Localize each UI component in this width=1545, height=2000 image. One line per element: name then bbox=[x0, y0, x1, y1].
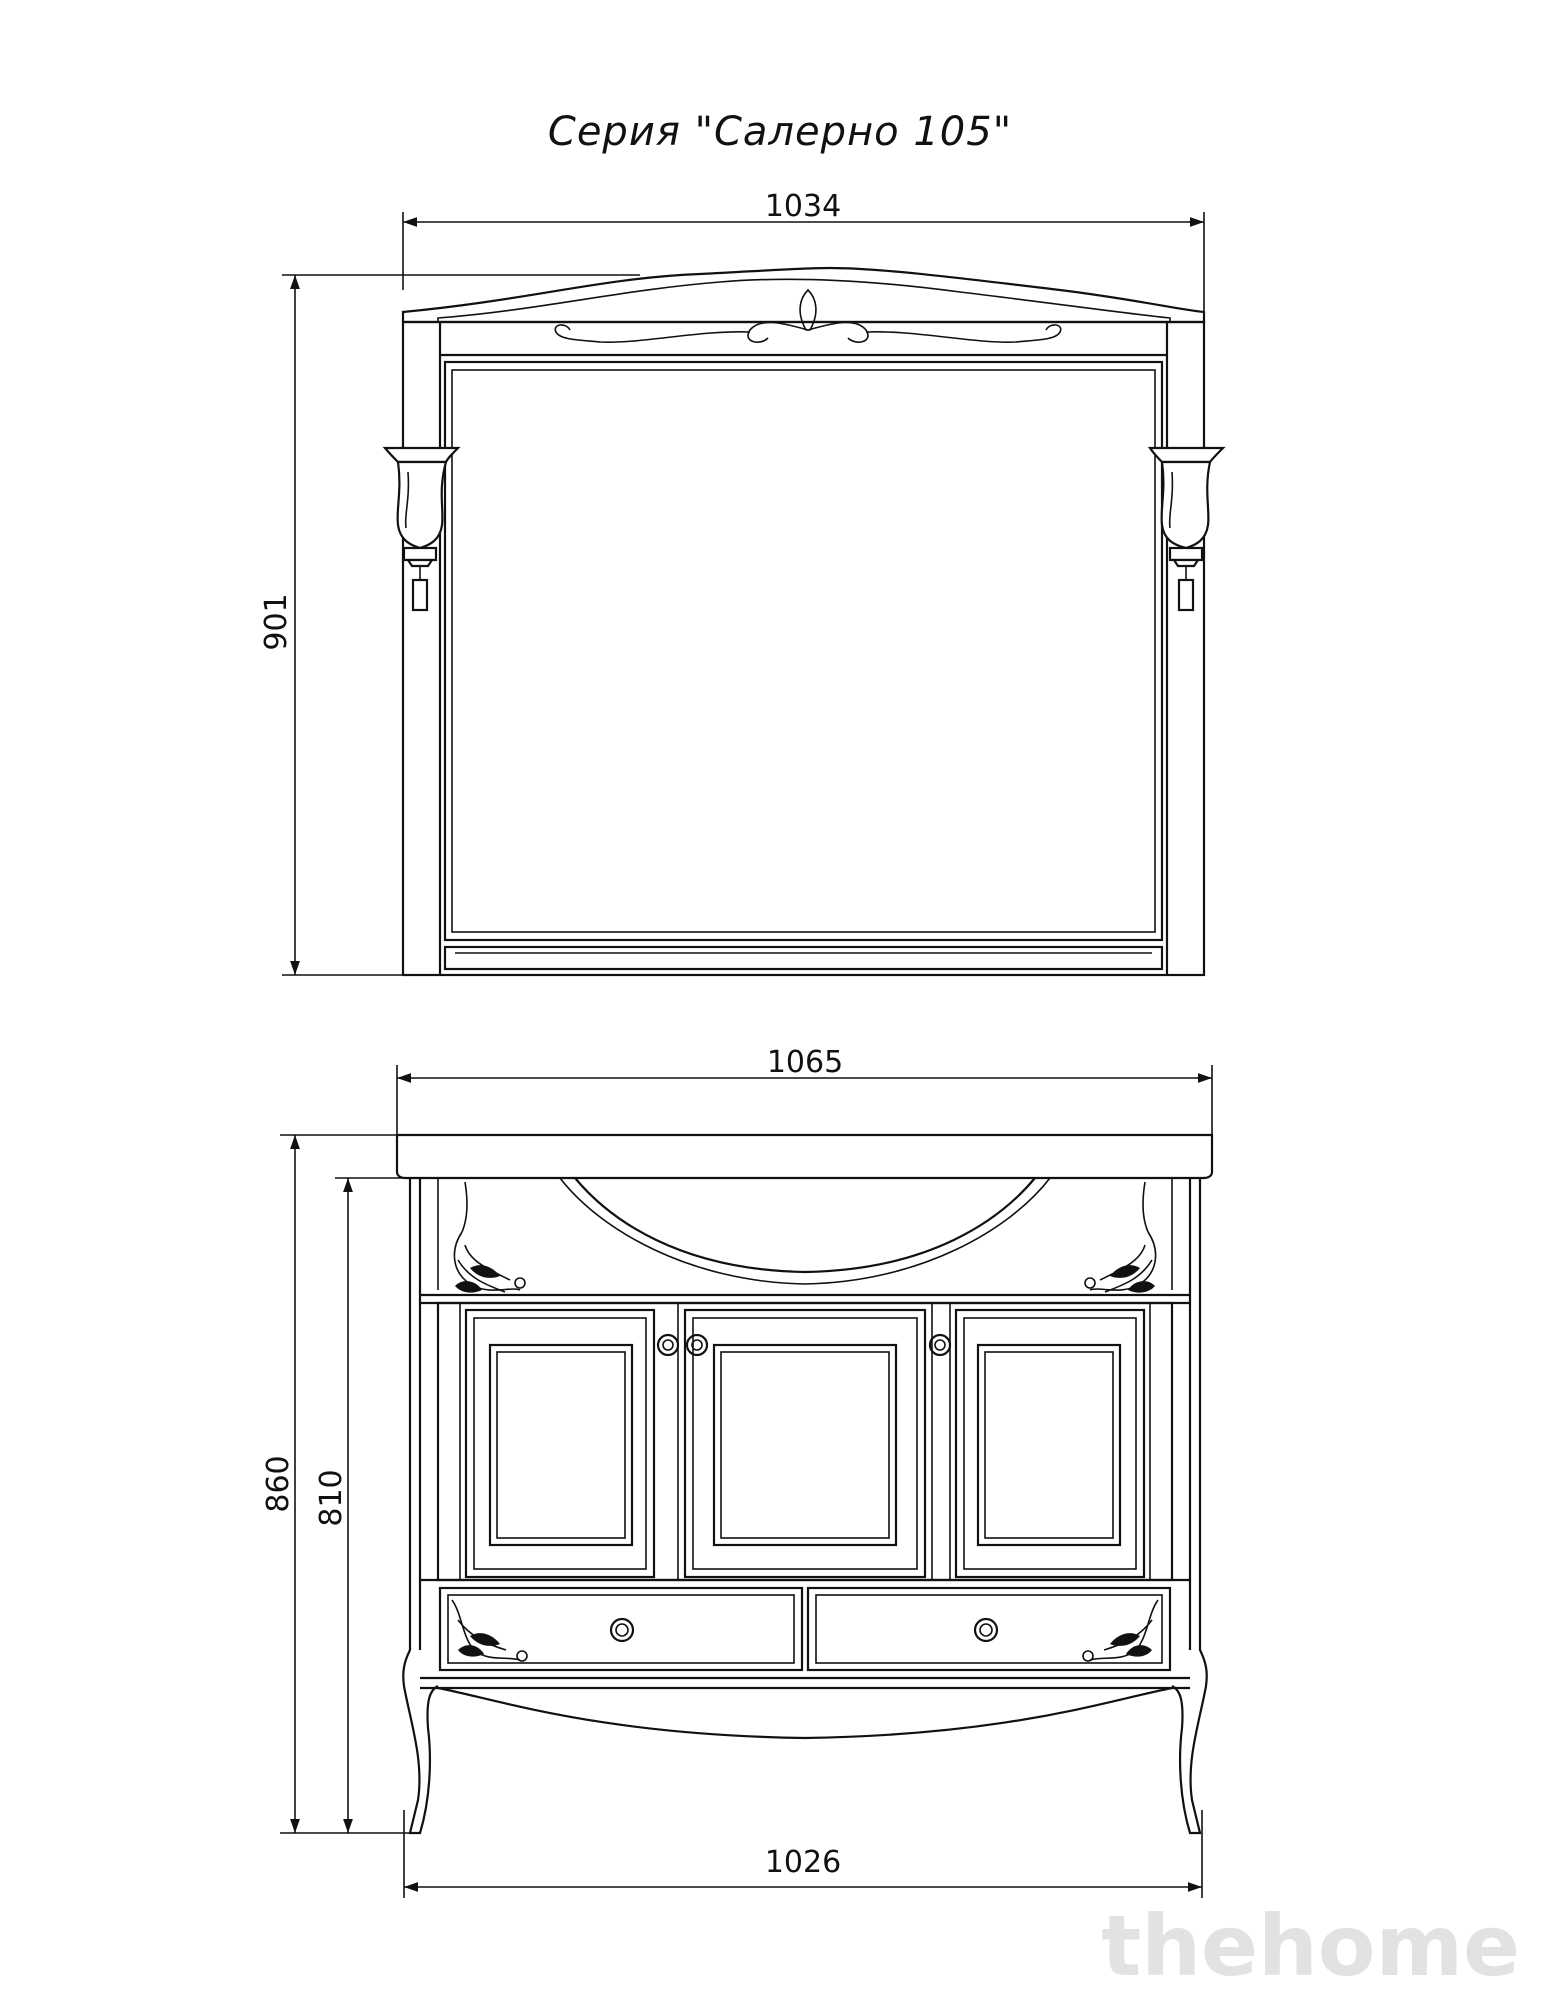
shelf-left-ornament bbox=[453, 1231, 526, 1293]
drawer-left-ornament bbox=[451, 1599, 528, 1662]
right-door bbox=[954, 1308, 1146, 1579]
mirror-crown-inner bbox=[437, 278, 1171, 322]
right-door-knob bbox=[928, 1333, 952, 1357]
watermark-logo: thehome bbox=[1101, 1897, 1520, 1995]
washbasin-countertop bbox=[395, 1133, 1214, 1180]
cabinet-top-width-dimension: 1065 bbox=[396, 1045, 1213, 1135]
shelf-right-ornament bbox=[1084, 1231, 1157, 1293]
left-wall-lamp bbox=[382, 446, 461, 612]
left-drawer-knob bbox=[609, 1617, 635, 1643]
cabinet-bottom-width-label: 1026 bbox=[765, 1845, 841, 1880]
cabinet-body-height-dimension: 810 bbox=[314, 1177, 410, 1833]
series-title: Серия "Салерно 105" bbox=[548, 109, 1012, 155]
cabinet-apron bbox=[437, 1686, 1173, 1740]
cabinet-left-side bbox=[402, 1178, 439, 1835]
mirror-drawing: 1034 901 bbox=[259, 189, 1226, 977]
cabinet-right-side bbox=[1171, 1178, 1208, 1835]
right-drawer-knob bbox=[973, 1617, 999, 1643]
washbasin-bowl bbox=[574, 1177, 1036, 1274]
right-wall-lamp bbox=[1147, 446, 1226, 612]
cabinet-total-height-dimension: 860 bbox=[261, 1134, 410, 1834]
left-door-knob bbox=[656, 1333, 680, 1357]
cabinet-bottom-width-dimension: 1026 bbox=[403, 1810, 1203, 1898]
cabinet-top-width-label: 1065 bbox=[767, 1045, 843, 1080]
mirror-shelf bbox=[443, 945, 1164, 971]
vanity-cabinet-drawing: 1065 860 810 1026 bbox=[261, 1045, 1214, 1898]
mirror-width-label: 1034 bbox=[765, 189, 841, 224]
mirror-glass bbox=[443, 360, 1164, 942]
mirror-crown bbox=[401, 266, 1206, 324]
crown-ornament bbox=[554, 288, 1062, 343]
drawer-right-ornament bbox=[1082, 1599, 1159, 1662]
cabinet-total-height-label: 860 bbox=[261, 1455, 296, 1512]
cabinet-body-height-label: 810 bbox=[314, 1469, 349, 1526]
mirror-width-dimension: 1034 bbox=[402, 189, 1205, 320]
right-drawer bbox=[806, 1586, 1172, 1672]
left-drawer bbox=[438, 1586, 804, 1672]
left-door bbox=[464, 1308, 656, 1579]
middle-door-knob bbox=[685, 1333, 709, 1357]
mirror-outer-frame bbox=[401, 320, 1206, 977]
mirror-height-dimension: 901 bbox=[259, 274, 640, 976]
mirror-height-label: 901 bbox=[259, 593, 294, 650]
middle-door bbox=[683, 1308, 927, 1579]
